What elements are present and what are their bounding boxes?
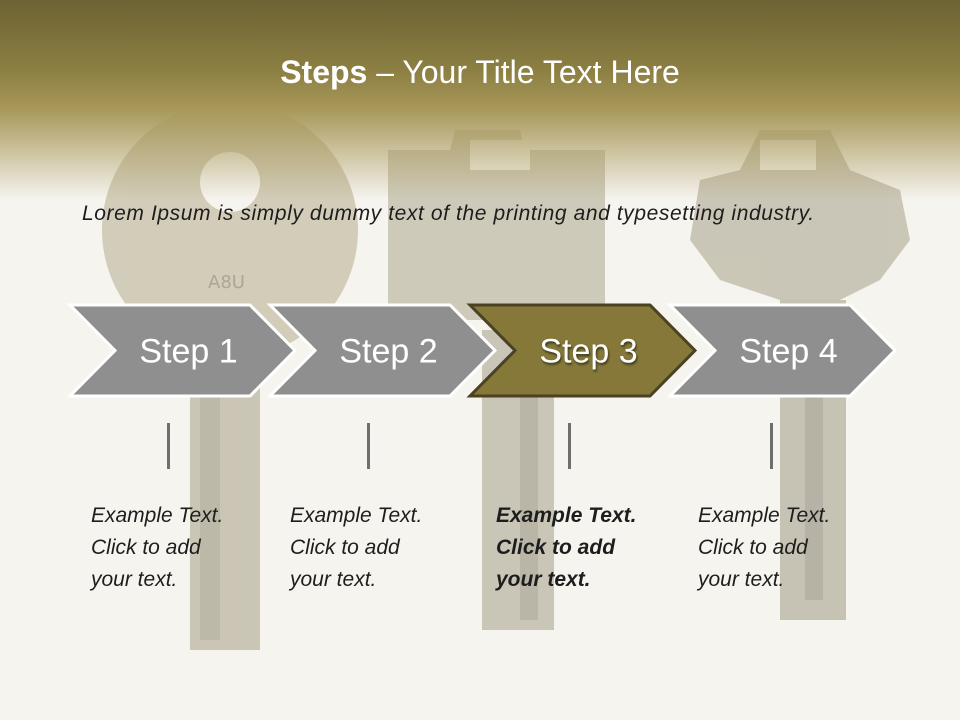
title-rest-part: – Your Title Text Here — [367, 54, 680, 90]
chevron-shape-4 — [666, 303, 898, 398]
step-2-description[interactable]: Example Text. Click to add your text. — [290, 500, 470, 596]
step-4-line-3: your text. — [698, 568, 785, 591]
step-1-line-3: your text. — [91, 568, 178, 591]
intro-text[interactable]: Lorem Ipsum is simply dummy text of the … — [82, 202, 815, 225]
chevron-label-1: Step 1 — [139, 333, 237, 371]
title-bold-part: Steps — [280, 54, 368, 90]
connector-step-1 — [167, 423, 170, 469]
chevron-step-4[interactable]: Step 4 — [666, 303, 898, 398]
step-2-line-3: your text. — [290, 568, 377, 591]
chevron-step-1[interactable]: Step 1 — [66, 303, 298, 398]
chevron-step-3[interactable]: Step 3 — [466, 303, 698, 398]
step-3-line-3: your text. — [496, 568, 591, 591]
step-2-line-2: Click to add — [290, 536, 400, 559]
step-4-line-1: Example Text. — [698, 504, 831, 527]
step-3-description[interactable]: Example Text. Click to add your text. — [496, 500, 676, 596]
step-4-description[interactable]: Example Text. Click to add your text. — [698, 500, 878, 596]
chevron-label-3: Step 3 — [539, 333, 637, 371]
chevron-shape-3 — [466, 303, 698, 398]
chevron-label-4: Step 4 — [739, 333, 837, 371]
chevron-step-2[interactable]: Step 2 — [266, 303, 498, 398]
step-2-line-1: Example Text. — [290, 504, 423, 527]
connector-step-3 — [568, 423, 571, 469]
slide-title[interactable]: Steps – Your Title Text Here — [0, 54, 960, 91]
key-stamp: A8U — [208, 272, 245, 293]
connector-step-4 — [770, 423, 773, 469]
step-1-description[interactable]: Example Text. Click to add your text. — [91, 500, 271, 596]
chevron-shape-1 — [66, 303, 298, 398]
step-3-line-2: Click to add — [496, 536, 616, 559]
step-1-line-2: Click to add — [91, 536, 201, 559]
step-4-line-2: Click to add — [698, 536, 808, 559]
connector-step-2 — [367, 423, 370, 469]
chevron-label-2: Step 2 — [339, 333, 437, 371]
step-1-line-1: Example Text. — [91, 504, 224, 527]
header-band — [0, 0, 960, 200]
chevron-shape-2 — [266, 303, 498, 398]
step-3-line-1: Example Text. — [496, 504, 637, 527]
